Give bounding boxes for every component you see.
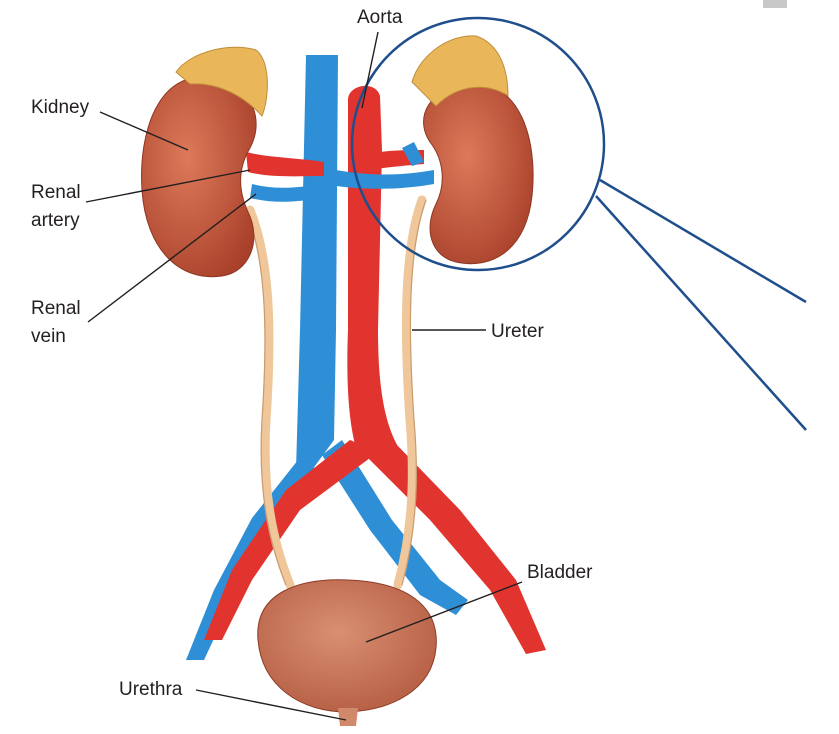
kidney-left [141, 46, 268, 278]
leader-renal-vein [87, 193, 257, 323]
bladder-organ [257, 579, 437, 726]
label-urethra: Urethra [119, 679, 183, 700]
label-kidney: Kidney [31, 97, 90, 118]
leader-bladder [365, 581, 523, 643]
kidney-right [411, 35, 534, 265]
label-aorta: Aorta [357, 7, 403, 28]
renal-arteries [246, 150, 424, 177]
corner-mark [763, 0, 787, 8]
label-renal-vein-line2: vein [31, 326, 66, 347]
leader-lines [85, 31, 523, 721]
label-renal-vein-line1: Renal [31, 298, 81, 319]
magnify-callout [350, 16, 807, 431]
leader-kidney [99, 111, 189, 151]
leader-urethra [195, 689, 347, 721]
label-ureter: Ureter [491, 321, 544, 342]
label-bladder: Bladder [527, 562, 593, 583]
leader-renal-artery [85, 169, 251, 203]
label-renal-artery-line1: Renal [31, 182, 81, 203]
renal-veins [250, 142, 434, 202]
leader-aorta [361, 31, 379, 109]
label-renal-artery-line2: artery [31, 210, 80, 231]
